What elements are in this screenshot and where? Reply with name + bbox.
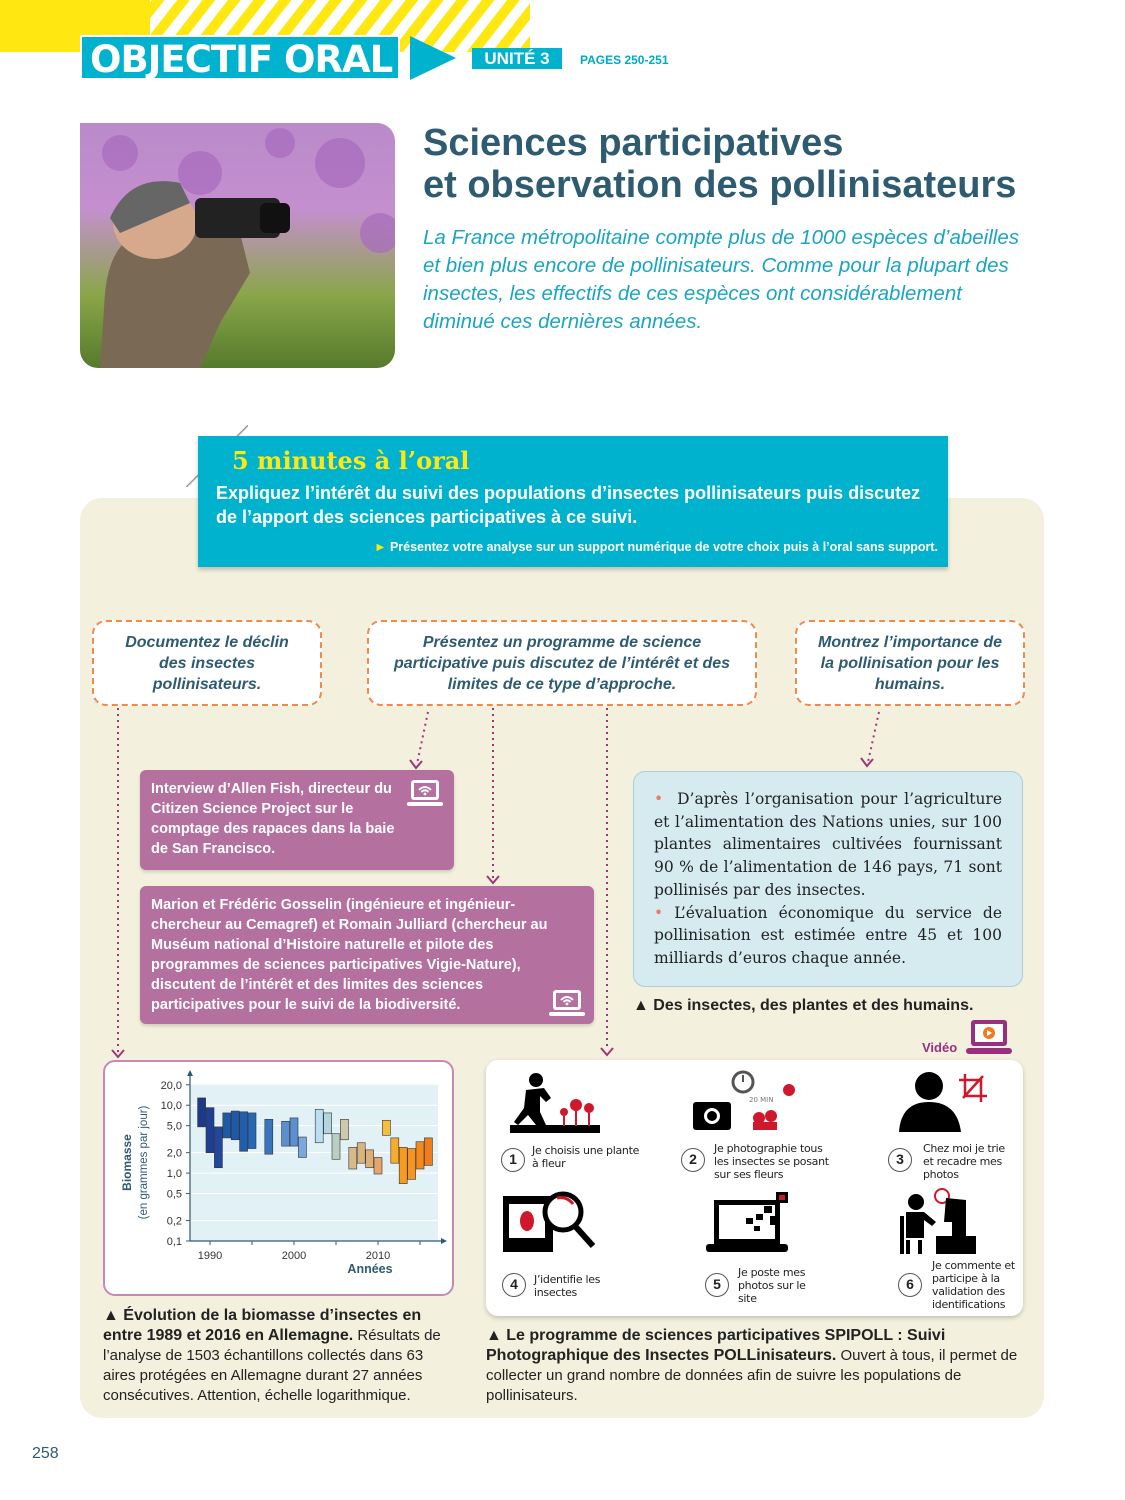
- range-bar-1999: [281, 1120, 290, 1147]
- step-number: 4: [502, 1273, 526, 1297]
- step-text: Je poste mes photos sur le site: [738, 1266, 806, 1305]
- oral-heading: 5 minutes à l’oral: [232, 446, 470, 475]
- task-pollination-importance: Montrez l’importance de la pollinisation…: [795, 620, 1025, 706]
- laptop-wifi-icon: [407, 780, 443, 806]
- step-text: Je commente et participe à la validation…: [932, 1259, 1015, 1311]
- oral-note: ► Présentez votre analyse sur un support…: [374, 540, 938, 554]
- interview-resource[interactable]: Interview d’Allen Fish, directeur du Cit…: [140, 770, 454, 870]
- x-tick-label: 2010: [366, 1250, 390, 1262]
- x-tick-label: 2000: [282, 1250, 306, 1262]
- range-bar-1997: [264, 1119, 274, 1155]
- y-tick-label: 1,0: [167, 1168, 182, 1180]
- range-bar-2015: [415, 1141, 425, 1170]
- step-number: 2: [681, 1148, 705, 1172]
- y-tick-label: 10,0: [161, 1100, 182, 1112]
- magnifier-insect-photo-icon: [503, 1191, 596, 1252]
- y-tick-label: 0,5: [167, 1189, 182, 1201]
- y-axis-arrow: [187, 1070, 193, 1076]
- range-bar-1995: [247, 1112, 257, 1149]
- range-bar-2010: [373, 1157, 383, 1175]
- range-bar-1991: [214, 1126, 223, 1169]
- range-bar-1990: [205, 1107, 215, 1153]
- step-text: Chez moi je trie et recadre mes photos: [923, 1142, 1005, 1181]
- range-bar-2009: [365, 1149, 374, 1169]
- step-text: Je photographie tous les insectes se pos…: [714, 1142, 829, 1181]
- y-tick-label: 2,0: [167, 1148, 182, 1160]
- timer-label: 20 MIN: [749, 1096, 773, 1104]
- step-number: 5: [705, 1273, 729, 1297]
- step-text: Je choisis une plante à fleur: [532, 1144, 640, 1170]
- x-tick-label: 1990: [198, 1250, 222, 1262]
- biomass-chart-svg: 20,0 10,0 5,0 2,0 1,0 0,5 0,2 0,1 1990 2000 2010An…: [120, 1070, 447, 1276]
- info-caption: ▲ Des insectes, des plantes et des humai…: [633, 997, 974, 1014]
- video-laptop-icon[interactable]: [965, 1018, 1013, 1056]
- range-bar-1992: [222, 1112, 232, 1139]
- range-bar-2008: [356, 1142, 366, 1164]
- range-bar-2000: [289, 1117, 299, 1147]
- laptop-photos-icon: [706, 1192, 788, 1252]
- video-label[interactable]: Vidéo: [922, 1040, 958, 1055]
- task-participative-program: Présentez un programme de science partic…: [367, 620, 757, 706]
- play-arrow-icon: ►: [374, 540, 390, 554]
- y-tick-label: 5,0: [167, 1121, 182, 1133]
- discussion-resource[interactable]: Marion et Frédéric Gosselin (ingénieure …: [140, 886, 594, 1024]
- pages-reference: PAGES 250-251: [580, 53, 669, 67]
- y-axis-sublabel: (en grammes par jour): [138, 1105, 150, 1219]
- range-bar-2003: [314, 1109, 324, 1144]
- person-computer-crop-icon: [899, 1072, 987, 1132]
- range-bar-1989: [197, 1097, 206, 1128]
- chart-caption: ▲ Évolution de la biomasse d’insectes en…: [103, 1307, 441, 1404]
- step-number: 6: [898, 1273, 922, 1297]
- oral-question: Expliquez l’intérêt du suivi des populat…: [216, 483, 921, 527]
- interview-text: Interview d’Allen Fish, directeur du Cit…: [151, 781, 395, 857]
- range-bar-2007: [348, 1146, 358, 1170]
- laptop-wifi-icon: [549, 990, 585, 1016]
- range-bar-2006: [340, 1119, 349, 1141]
- step-number: 1: [501, 1148, 525, 1172]
- pollination-facts-box: • D’après l’organisation pour l’agricult…: [633, 771, 1023, 987]
- range-bar-2011: [382, 1119, 391, 1136]
- range-bar-1993: [230, 1110, 240, 1141]
- range-bar-2012: [390, 1137, 400, 1164]
- step-number: 3: [888, 1148, 912, 1172]
- range-bar-2016: [424, 1137, 433, 1166]
- intro-text: La France métropolitaine compte plus de …: [423, 226, 1020, 333]
- range-bar-1994: [239, 1111, 248, 1152]
- spipoll-steps: 20 MIN 1 Je choisis une plante à fleur 2…: [486, 1060, 1023, 1316]
- range-bar-2005: [331, 1133, 341, 1160]
- discussion-text: Marion et Frédéric Gosselin (ingénieure …: [151, 897, 548, 1013]
- step-text: J’identifie les insectes: [534, 1273, 601, 1299]
- page-number: 258: [32, 1445, 59, 1462]
- fact-1: • D’après l’organisation pour l’agricult…: [654, 790, 1003, 899]
- range-bar-2004: [323, 1112, 332, 1135]
- kneeling-person-flowers-icon: [510, 1073, 600, 1133]
- spipoll-caption: ▲ Le programme de sciences participative…: [486, 1327, 1018, 1404]
- y-tick-label: 0,1: [167, 1236, 182, 1248]
- range-bar-2001: [298, 1136, 307, 1158]
- camera-clock-flowers-icon: 20 MIN: [693, 1070, 795, 1130]
- y-axis-label: Biomasse: [120, 1134, 134, 1191]
- unit-badge: UNITÉ 3: [472, 48, 562, 69]
- range-bar-2014: [407, 1148, 416, 1180]
- y-tick-label: 20,0: [161, 1080, 182, 1092]
- arrow-icon: [410, 36, 456, 80]
- section-label: OBJECTIF ORAL: [80, 35, 400, 81]
- photo-child-photographing-flowers: [80, 123, 395, 368]
- y-tick-label: 0,2: [167, 1216, 182, 1228]
- x-axis-arrow: [441, 1238, 447, 1244]
- person-commenting-computer-icon: [900, 1188, 976, 1254]
- range-bar-2013: [398, 1146, 408, 1184]
- oral-task-box: 5 minutes à l’oral Expliquez l’intérêt d…: [198, 436, 948, 567]
- fact-2: • L’évaluation économique du service de …: [654, 903, 1003, 967]
- task-document-decline: Documentez le déclin des insectes pollin…: [92, 620, 322, 706]
- x-axis-label: Années: [347, 1262, 392, 1276]
